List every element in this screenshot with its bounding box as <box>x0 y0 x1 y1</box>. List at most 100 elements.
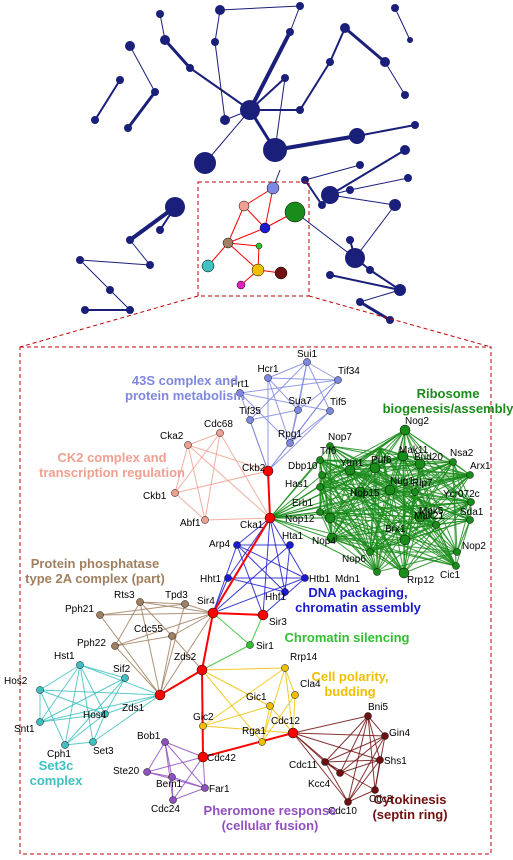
node-has1[interactable] <box>316 483 324 491</box>
node-zds2[interactable] <box>196 664 208 676</box>
node-rts3[interactable] <box>136 598 144 606</box>
node-prt1[interactable] <box>236 389 244 397</box>
node-nop12[interactable] <box>324 512 336 524</box>
node-cph1[interactable] <box>61 741 69 749</box>
node-nug1[interactable] <box>384 484 396 496</box>
node-mak21[interactable] <box>432 521 440 529</box>
node-cdc10[interactable] <box>344 798 352 806</box>
node-nop15[interactable] <box>354 486 366 498</box>
network-edge <box>201 644 251 671</box>
node-rrp12[interactable] <box>398 567 410 579</box>
node-mak11[interactable] <box>397 450 409 462</box>
node-htb1[interactable] <box>301 574 309 582</box>
node-ytm1[interactable] <box>344 464 356 476</box>
node-tif6[interactable] <box>316 456 324 464</box>
network-edge <box>376 491 416 573</box>
node-sda1[interactable] <box>466 516 474 524</box>
node-brx1[interactable] <box>399 534 411 546</box>
node-pph22[interactable] <box>111 642 119 650</box>
node-cdc3[interactable] <box>371 786 379 794</box>
network-edge <box>187 432 221 446</box>
node-tpd3[interactable] <box>181 600 189 608</box>
overview-highlight-node <box>255 242 263 250</box>
node-sif2[interactable] <box>121 674 129 682</box>
node-set3[interactable] <box>89 738 97 746</box>
node-tif35[interactable] <box>246 416 254 424</box>
node-cka2[interactable] <box>184 441 192 449</box>
node-nop6[interactable] <box>366 548 374 556</box>
node-gin4[interactable] <box>381 732 389 740</box>
node-bud20[interactable] <box>414 458 426 470</box>
node-puf6[interactable] <box>369 462 381 474</box>
node-pph21[interactable] <box>96 611 104 619</box>
node-bob1[interactable] <box>161 738 169 746</box>
node-ste20[interactable] <box>143 768 151 776</box>
node-gic2[interactable] <box>199 722 207 730</box>
node-nop2[interactable] <box>453 548 461 556</box>
node-rpg1[interactable] <box>286 439 294 447</box>
node-hta1[interactable] <box>286 541 294 549</box>
node-abf1[interactable] <box>201 516 209 524</box>
network-edge <box>39 689 66 746</box>
node-cdc68[interactable] <box>216 429 224 437</box>
node-bni5[interactable] <box>364 712 372 720</box>
node-mak5[interactable] <box>414 511 426 523</box>
node-cic1[interactable] <box>452 562 460 570</box>
node-label-sui1: Sui1 <box>297 349 317 360</box>
network-edge <box>64 713 106 746</box>
node-erb1[interactable] <box>316 508 324 516</box>
node-sua7[interactable] <box>294 406 302 414</box>
node-cdc11[interactable] <box>321 758 329 766</box>
node-arx1[interactable] <box>466 471 474 479</box>
node-arp4[interactable] <box>233 541 241 549</box>
node-hos4[interactable] <box>101 710 109 718</box>
node-cdc12[interactable] <box>287 727 299 739</box>
node-hhf1[interactable] <box>281 588 289 596</box>
node-hst1[interactable] <box>76 661 84 669</box>
node-nsa2[interactable] <box>449 458 457 466</box>
node-snt1[interactable] <box>36 718 44 726</box>
node-cdc42[interactable] <box>197 751 209 763</box>
node-nop4[interactable] <box>326 532 338 544</box>
node-rrp14[interactable] <box>281 664 289 672</box>
node-gic1[interactable] <box>266 702 274 710</box>
node-sir1[interactable] <box>246 641 254 649</box>
node-kcc4[interactable] <box>336 769 344 777</box>
node-label-hta1: Hta1 <box>282 531 304 542</box>
node-cka1[interactable] <box>264 512 276 524</box>
network-edge <box>339 715 369 774</box>
node-hos2[interactable] <box>36 686 44 694</box>
node-tif34[interactable] <box>334 376 342 384</box>
network-edge <box>92 713 106 743</box>
node-sui1[interactable] <box>303 358 311 366</box>
node-sir4[interactable] <box>207 607 219 619</box>
node-tif5[interactable] <box>326 407 334 415</box>
node-ycr072c[interactable] <box>467 498 475 506</box>
node-mdn1[interactable] <box>373 568 381 576</box>
node-cdc55[interactable] <box>168 632 176 640</box>
node-rlp7[interactable] <box>411 488 419 496</box>
node-dbp10[interactable] <box>318 471 326 479</box>
network-edge <box>249 419 269 472</box>
node-zds1[interactable] <box>154 689 166 701</box>
node-ckb2[interactable] <box>262 465 274 477</box>
node-hht1[interactable] <box>224 574 232 582</box>
node-far1[interactable] <box>201 784 209 792</box>
node-nop7[interactable] <box>326 442 334 450</box>
network-edge <box>367 715 386 737</box>
node-label-kcc4: Kcc4 <box>308 779 331 790</box>
node-cla4[interactable] <box>291 691 299 699</box>
node-nog2[interactable] <box>399 424 411 436</box>
node-rga1[interactable] <box>258 738 266 746</box>
node-label-nsa2: Nsa2 <box>450 448 474 459</box>
node-ckb1[interactable] <box>171 489 179 497</box>
node-cdc24[interactable] <box>169 796 177 804</box>
node-bem1[interactable] <box>168 773 176 781</box>
network-edge <box>99 612 214 616</box>
node-label-nop4: Nop4 <box>312 536 336 547</box>
node-sir3[interactable] <box>257 609 269 621</box>
node-hcr1[interactable] <box>264 374 272 382</box>
overview-highlight-edge <box>227 227 266 244</box>
node-shs1[interactable] <box>376 756 384 764</box>
network-edge <box>269 517 306 579</box>
